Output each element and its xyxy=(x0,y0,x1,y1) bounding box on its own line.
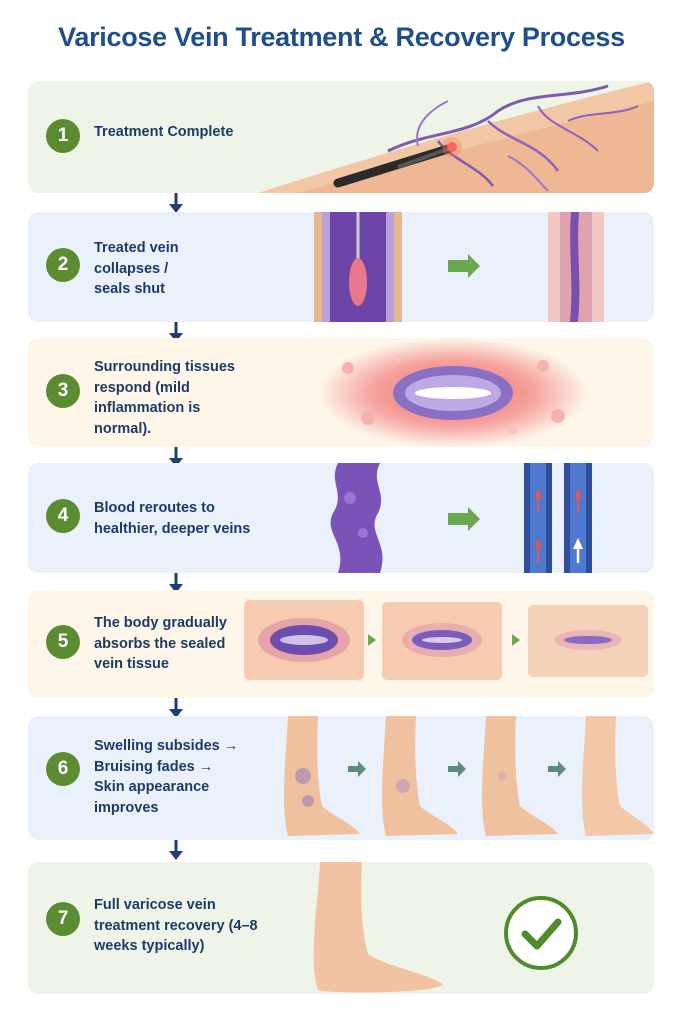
step-4: 4 Blood reroutes to healthier, deeper ve… xyxy=(28,463,654,573)
flow-arrow-down xyxy=(169,573,183,593)
flow-arrow-down xyxy=(169,698,183,718)
tissue-absorption-illustration xyxy=(244,600,648,680)
step-label: Surrounding tissues respond (mild inflam… xyxy=(94,359,235,437)
step-label: Swelling subsides → Bruising fades → Ski… xyxy=(94,738,239,816)
step-number: 3 xyxy=(46,374,80,408)
step-label: Treated vein collapses / seals shut xyxy=(94,240,179,297)
step-7: 7 Full varicose vein treatment recovery … xyxy=(28,862,654,994)
step-2: 2 Treated vein collapses / seals shut xyxy=(28,212,654,322)
step-number: 5 xyxy=(46,625,80,659)
step-number: 4 xyxy=(46,499,80,533)
laser-treatment-illustration xyxy=(258,81,654,193)
healthy-leg-illustration xyxy=(313,862,443,993)
vein-collapse-illustration xyxy=(314,212,604,322)
step-label: The body gradually absorbs the sealed ve… xyxy=(94,615,227,672)
step-label: Blood reroutes to healthier, deeper vein… xyxy=(94,500,251,537)
healing-legs-illustration xyxy=(283,716,654,836)
step-1: 1 Treatment Complete xyxy=(28,81,654,193)
step-5: 5 The body gradually absorbs the sealed … xyxy=(28,590,654,698)
step-label: Treatment Complete xyxy=(94,124,234,140)
flow-arrow-down xyxy=(169,447,183,467)
blood-reroute-illustration xyxy=(330,463,592,573)
tissue-inflammation-illustration xyxy=(318,338,588,447)
step-number: 2 xyxy=(46,248,80,282)
step-number: 1 xyxy=(46,119,80,153)
step-3: 3 Surrounding tissues respond (mild infl… xyxy=(28,338,654,447)
flow-arrow-down xyxy=(169,322,183,342)
flow-arrow-down xyxy=(169,193,183,213)
step-number: 6 xyxy=(46,752,80,786)
page-title: Varicose Vein Treatment & Recovery Proce… xyxy=(58,22,625,52)
check-icon xyxy=(504,896,578,970)
flow-arrow-down xyxy=(169,840,183,860)
step-6: 6 Swelling subsides → Bruising fades → S… xyxy=(28,716,654,840)
step-label: Full varicose vein treatment recovery (4… xyxy=(94,897,258,954)
step-number: 7 xyxy=(46,902,80,936)
